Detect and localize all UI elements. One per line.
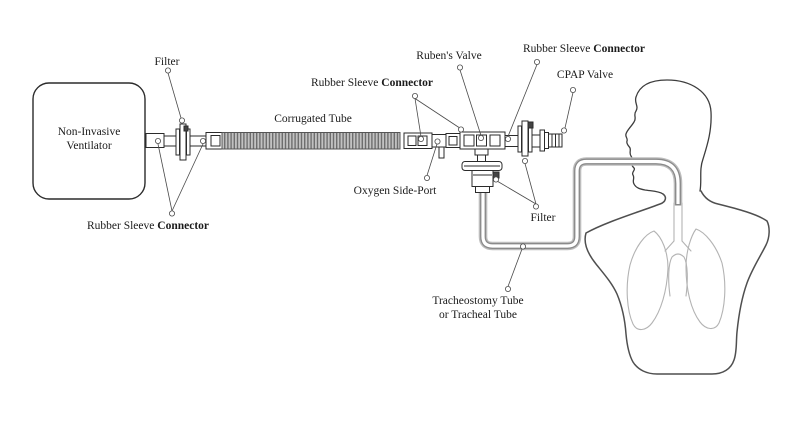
label-rubber-sleeve-right-normal: Rubber Sleeve <box>522 43 594 55</box>
breathing-circuit <box>32 82 563 200</box>
leader-filter-left <box>164 67 185 124</box>
label-corrugated-tube: Corrugated Tube <box>274 113 352 125</box>
label-rubber-sleeve-right: Rubber Sleeve Connector <box>523 43 645 57</box>
ventilator-label-line2: Ventilator <box>66 139 112 152</box>
tube-lumen <box>481 159 680 248</box>
filter-left-flange <box>175 123 191 161</box>
torso-outline <box>584 190 770 375</box>
cpap-valve-body <box>531 129 563 152</box>
label-tracheostomy-line1: Tracheostomy Tube <box>432 295 524 307</box>
leader-rubber-sleeve-left <box>154 137 206 217</box>
leader-rubens-valve <box>456 64 484 141</box>
oxygen-port-nipple <box>438 146 445 159</box>
head-outline <box>625 79 712 195</box>
label-rubber-sleeve-left: Rubber Sleeve Connector <box>87 220 209 234</box>
trachea <box>673 202 683 242</box>
leader-cpap-valve <box>561 87 577 134</box>
label-rubber-sleeve-left-normal: Rubber Sleeve <box>86 220 158 232</box>
label-filter-right: Filter <box>530 212 556 224</box>
sleeve-right-inner-1 <box>407 135 417 146</box>
leader-tracheostomy-tube <box>504 243 527 292</box>
mediastinum-channel <box>668 253 688 297</box>
corrugated-tube-body <box>221 132 401 150</box>
right-lung <box>685 228 726 330</box>
patient-figure <box>584 79 770 375</box>
bronchi <box>664 240 692 252</box>
leader-filter-right <box>492 157 540 210</box>
label-rubber-sleeve-left-bold: Connector <box>157 220 210 232</box>
leader-rubber-sleeve-middle <box>411 93 464 142</box>
ventilator-outlet-tube <box>145 133 165 148</box>
leader-rubber-sleeve-right <box>504 59 541 142</box>
label-tracheostomy-line2: or Tracheal Tube <box>439 308 517 321</box>
ventilator-label-line1: Non-Invasive <box>57 126 121 138</box>
tracheostomy-tube <box>478 157 683 251</box>
ventilator-label: Non-Invasive Ventilator <box>58 126 121 153</box>
ventilator-box <box>32 82 146 200</box>
t-piece <box>459 131 506 163</box>
label-cpap-valve: CPAP Valve <box>556 69 614 81</box>
sleeve-left-inner <box>210 135 221 147</box>
label-rubber-sleeve-middle-bold: Connector <box>381 77 434 89</box>
rubens-valve-assembly <box>461 161 503 193</box>
label-rubber-sleeve-middle-normal: Rubber Sleeve <box>310 77 382 89</box>
tube-segment-inner <box>448 136 458 146</box>
filter-right-flange <box>517 120 534 157</box>
label-tracheostomy-tube: Tracheostomy Tube or Tracheal Tube <box>432 295 523 322</box>
label-oxygen-side-port: Oxygen Side-Port <box>353 185 437 197</box>
label-filter-left: Filter <box>154 56 180 68</box>
label-rubber-sleeve-right-bold: Connector <box>593 43 646 55</box>
outlet-step-connector <box>163 135 177 147</box>
leader-oxygen-side-port <box>423 138 441 181</box>
lungs <box>626 202 726 331</box>
label-rubens-valve: Ruben's Valve <box>416 50 482 62</box>
label-rubber-sleeve-middle: Rubber Sleeve Connector <box>311 77 433 91</box>
left-lung <box>626 230 669 331</box>
leader-lines <box>154 59 577 292</box>
